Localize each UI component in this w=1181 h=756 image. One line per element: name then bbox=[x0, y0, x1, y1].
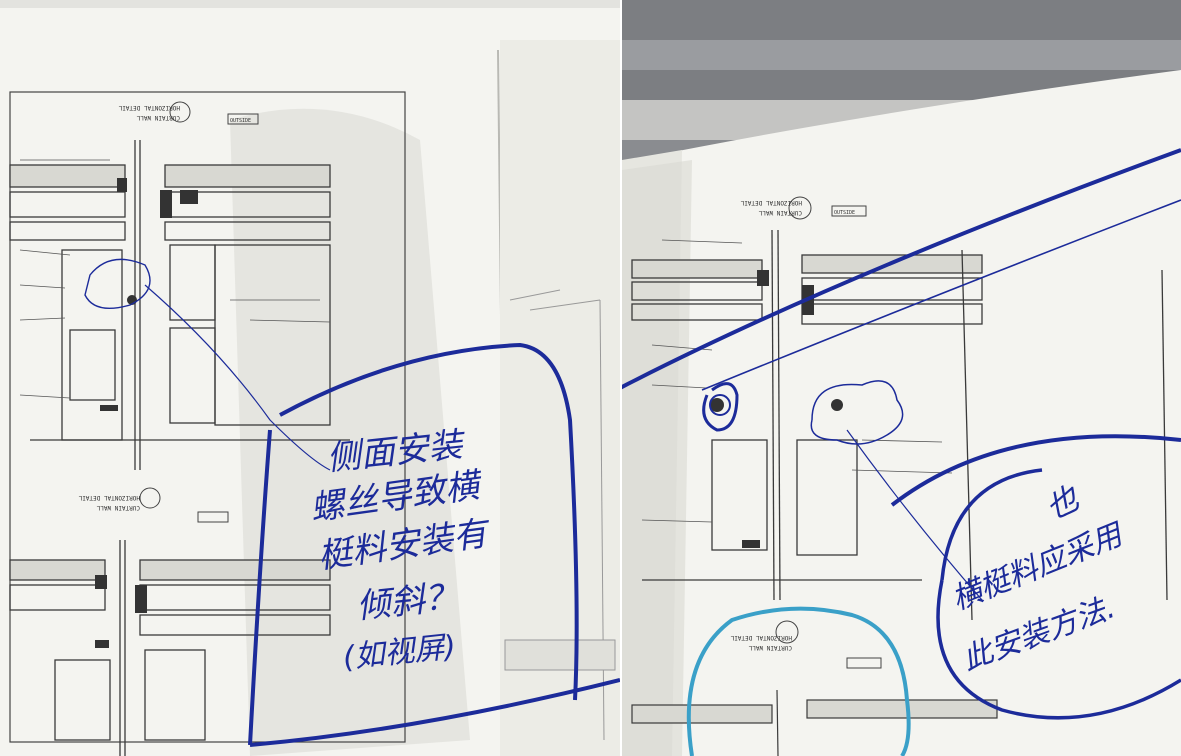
right-photo: HORIZONTAL DETAIL CURTAIN WALL OUTSIDE bbox=[622, 0, 1181, 756]
drawing-layer: HORIZONTAL DETAIL CURTAIN WALL OUTSIDE H… bbox=[9, 49, 620, 756]
side-tag-right: OUTSIDE bbox=[834, 210, 855, 216]
teal-circle-annotation bbox=[686, 606, 911, 756]
ink-annotations-right bbox=[622, 148, 1181, 720]
drawing-layer-right: HORIZONTAL DETAIL CURTAIN WALL OUTSIDE bbox=[622, 0, 1181, 756]
side-tag-left: OUTSIDE bbox=[230, 118, 251, 124]
detail-label-right-2: HORIZONTAL DETAIL bbox=[730, 634, 792, 641]
detail-label-right: HORIZONTAL DETAIL bbox=[740, 199, 802, 206]
photo-divider bbox=[620, 0, 622, 756]
detail-title-right-2: CURTAIN WALL bbox=[748, 644, 792, 651]
left-photo: HORIZONTAL DETAIL CURTAIN WALL OUTSIDE H… bbox=[0, 0, 620, 756]
detail-label-2: HORIZONTAL DETAIL bbox=[78, 494, 140, 501]
detail-title-right: CURTAIN WALL bbox=[758, 209, 802, 216]
detail-title-2: CURTAIN WALL bbox=[96, 504, 140, 511]
detail-title-1: CURTAIN WALL bbox=[136, 114, 180, 121]
ink-annotations bbox=[84, 258, 620, 747]
detail-label-1: HORIZONTAL DETAIL bbox=[118, 104, 180, 111]
